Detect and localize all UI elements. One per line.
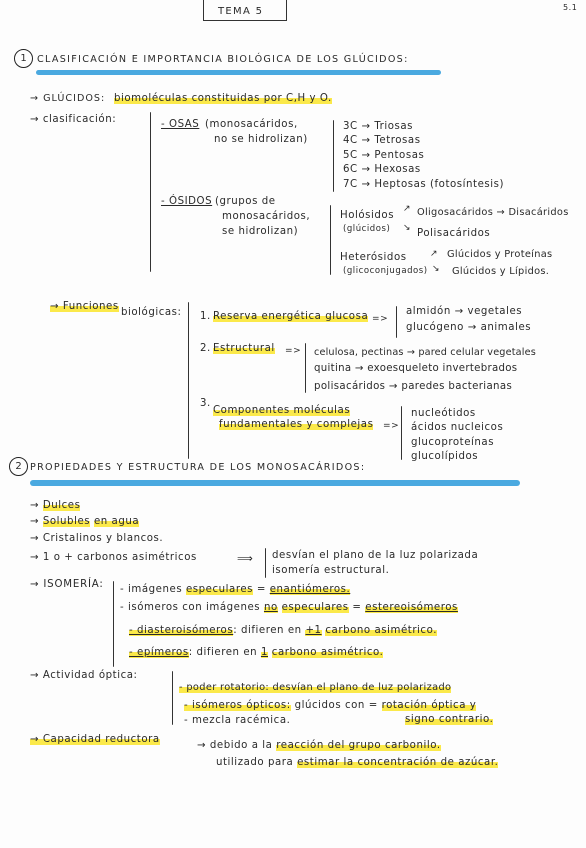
- page-number: 5.1: [563, 3, 578, 12]
- osas-item: 4C → Tetrosas: [343, 135, 421, 146]
- arrow-icon: ↗: [430, 249, 439, 259]
- polisacaridos: Polisacáridos: [417, 228, 491, 239]
- funcion-2-item: quitina → exoesqueleto invertebrados: [314, 363, 518, 374]
- funcion-3-item: glucoproteínas: [411, 437, 495, 448]
- funcion-num: 2.: [200, 343, 211, 354]
- osas-item: 6C → Hexosas: [343, 164, 421, 175]
- funcion-2-item: celulosa, pectinas → pared celular veget…: [314, 347, 536, 358]
- prop-item: → Solubles en agua: [30, 516, 140, 527]
- funcion-2: Estructural: [213, 343, 275, 354]
- arrow-icon: ⟹: [237, 552, 254, 565]
- act-line-2b: signo contrario.: [405, 714, 494, 725]
- act-line-2: - isómeros ópticos: glúcidos con = rotac…: [184, 700, 477, 711]
- osidos-desc: se hidrolizan): [222, 226, 299, 237]
- arrow-icon: ↘: [403, 223, 412, 233]
- osidos-desc: (grupos de: [215, 196, 276, 207]
- oligosacaridos: Oligosacáridos → Disacáridos: [417, 207, 569, 218]
- funcion-num: 3.: [200, 398, 211, 409]
- act-line-3: - mezcla racémica.: [184, 715, 291, 726]
- heterosidos: Heterósidos: [340, 252, 407, 263]
- iso-line-2: - isómeros con imágenes no especulares =…: [120, 602, 458, 613]
- capacidad-label: → Capacidad reductora: [30, 734, 160, 745]
- iso-line-3: - diasteroisómeros: difieren en +1 carbo…: [129, 625, 437, 636]
- osidos-brace: [330, 205, 331, 275]
- arrow-icon: =>: [383, 421, 400, 431]
- funcion-2-brace: [305, 343, 306, 393]
- arrow-icon: ↘: [432, 264, 441, 274]
- funcion-num: 1.: [200, 311, 211, 322]
- section-number: 2: [9, 457, 28, 476]
- arrow-icon: =>: [372, 314, 389, 324]
- section-underline: [30, 480, 520, 486]
- osas-desc: (monosacáridos,: [205, 119, 298, 130]
- isomeria-label: → ISOMERÍA:: [30, 579, 104, 590]
- isomeria-brace: [113, 581, 114, 667]
- iso-line-1: - imágenes especulares = enantiómeros.: [120, 584, 351, 595]
- page-title: TEMA 5: [218, 6, 264, 17]
- funciones-brace: [188, 302, 189, 459]
- section-title: PROPIEDADES Y ESTRUCTURA DE LOS MONOSACÁ…: [30, 462, 366, 473]
- holosidos-sub: (glúcidos): [343, 224, 391, 234]
- funciones-label: biológicas:: [121, 307, 182, 318]
- osas-brace: [333, 120, 334, 192]
- osas-desc: no se hidrolizan): [214, 134, 308, 145]
- act-line-1: - poder rotatorio: desvían el plano de l…: [179, 682, 452, 693]
- funcion-3-item: nucleótidos: [411, 408, 476, 419]
- funcion-3: fundamentales y complejas: [219, 419, 374, 430]
- glucidos-label: → GLÚCIDOS:: [30, 93, 106, 104]
- funcion-1-item: glucógeno → animales: [406, 322, 532, 333]
- p4-item: isomería estructural.: [272, 565, 390, 576]
- funciones-label: → Funciones: [50, 301, 119, 312]
- funcion-3-item: glucolípidos: [411, 451, 479, 462]
- osidos-head: - ÓSIDOS: [161, 196, 213, 207]
- heterosidos-b: Glúcidos y Lípidos.: [452, 266, 550, 277]
- arrow-icon: ↗: [403, 204, 412, 214]
- section-title: CLASIFICACIÓN E IMPORTANCIA BIOLÓGICA DE…: [37, 54, 409, 65]
- funcion-1-item: almidón → vegetales: [406, 306, 523, 317]
- glucidos-definition: biomoléculas constituidas por C,H y O.: [114, 93, 332, 104]
- osas-item: 7C → Heptosas (fotosíntesis): [343, 179, 505, 190]
- funcion-3: Componentes moléculas: [213, 405, 351, 416]
- actividad-label: → Actividad óptica:: [30, 670, 138, 681]
- arrow-icon: =>: [285, 346, 302, 356]
- actividad-brace: [172, 671, 173, 725]
- p4-brace: [265, 548, 266, 578]
- prop-item: → 1 o + carbonos asimétricos: [30, 552, 197, 563]
- iso-line-4: - epímeros: difieren en 1 carbono asimét…: [129, 647, 384, 658]
- heterosidos-sub: (glicoconjugados): [343, 266, 428, 276]
- capacidad-text: → debido a la reacción del grupo carboni…: [197, 740, 441, 751]
- clasificacion-label: → clasificación:: [30, 114, 117, 125]
- prop-item: → Cristalinos y blancos.: [30, 533, 164, 544]
- heterosidos-a: Glúcidos y Proteínas: [447, 249, 553, 260]
- osas-item: 5C → Pentosas: [343, 150, 425, 161]
- prop-item: → Dulces: [30, 500, 81, 511]
- funcion-1-brace: [396, 306, 397, 338]
- capacidad-text: utilizado para estimar la concentración …: [216, 757, 499, 768]
- holosidos: Holósidos: [340, 210, 395, 221]
- funcion-2-item: polisacáridos → paredes bacterianas: [314, 381, 513, 392]
- funcion-3-item: ácidos nucleicos: [411, 422, 504, 433]
- funcion-3-brace: [401, 406, 402, 460]
- osas-item: 3C → Triosas: [343, 121, 414, 132]
- funcion-1: Reserva energética glucosa: [213, 311, 369, 322]
- title-box: [203, 0, 287, 21]
- section-number: 1: [14, 49, 33, 68]
- osas-head: - OSAS: [161, 119, 200, 130]
- section-underline: [36, 70, 441, 75]
- osidos-desc: monosacáridos,: [222, 211, 311, 222]
- clasificacion-brace: [150, 112, 151, 272]
- p4-item: desvían el plano de la luz polarizada: [272, 550, 479, 561]
